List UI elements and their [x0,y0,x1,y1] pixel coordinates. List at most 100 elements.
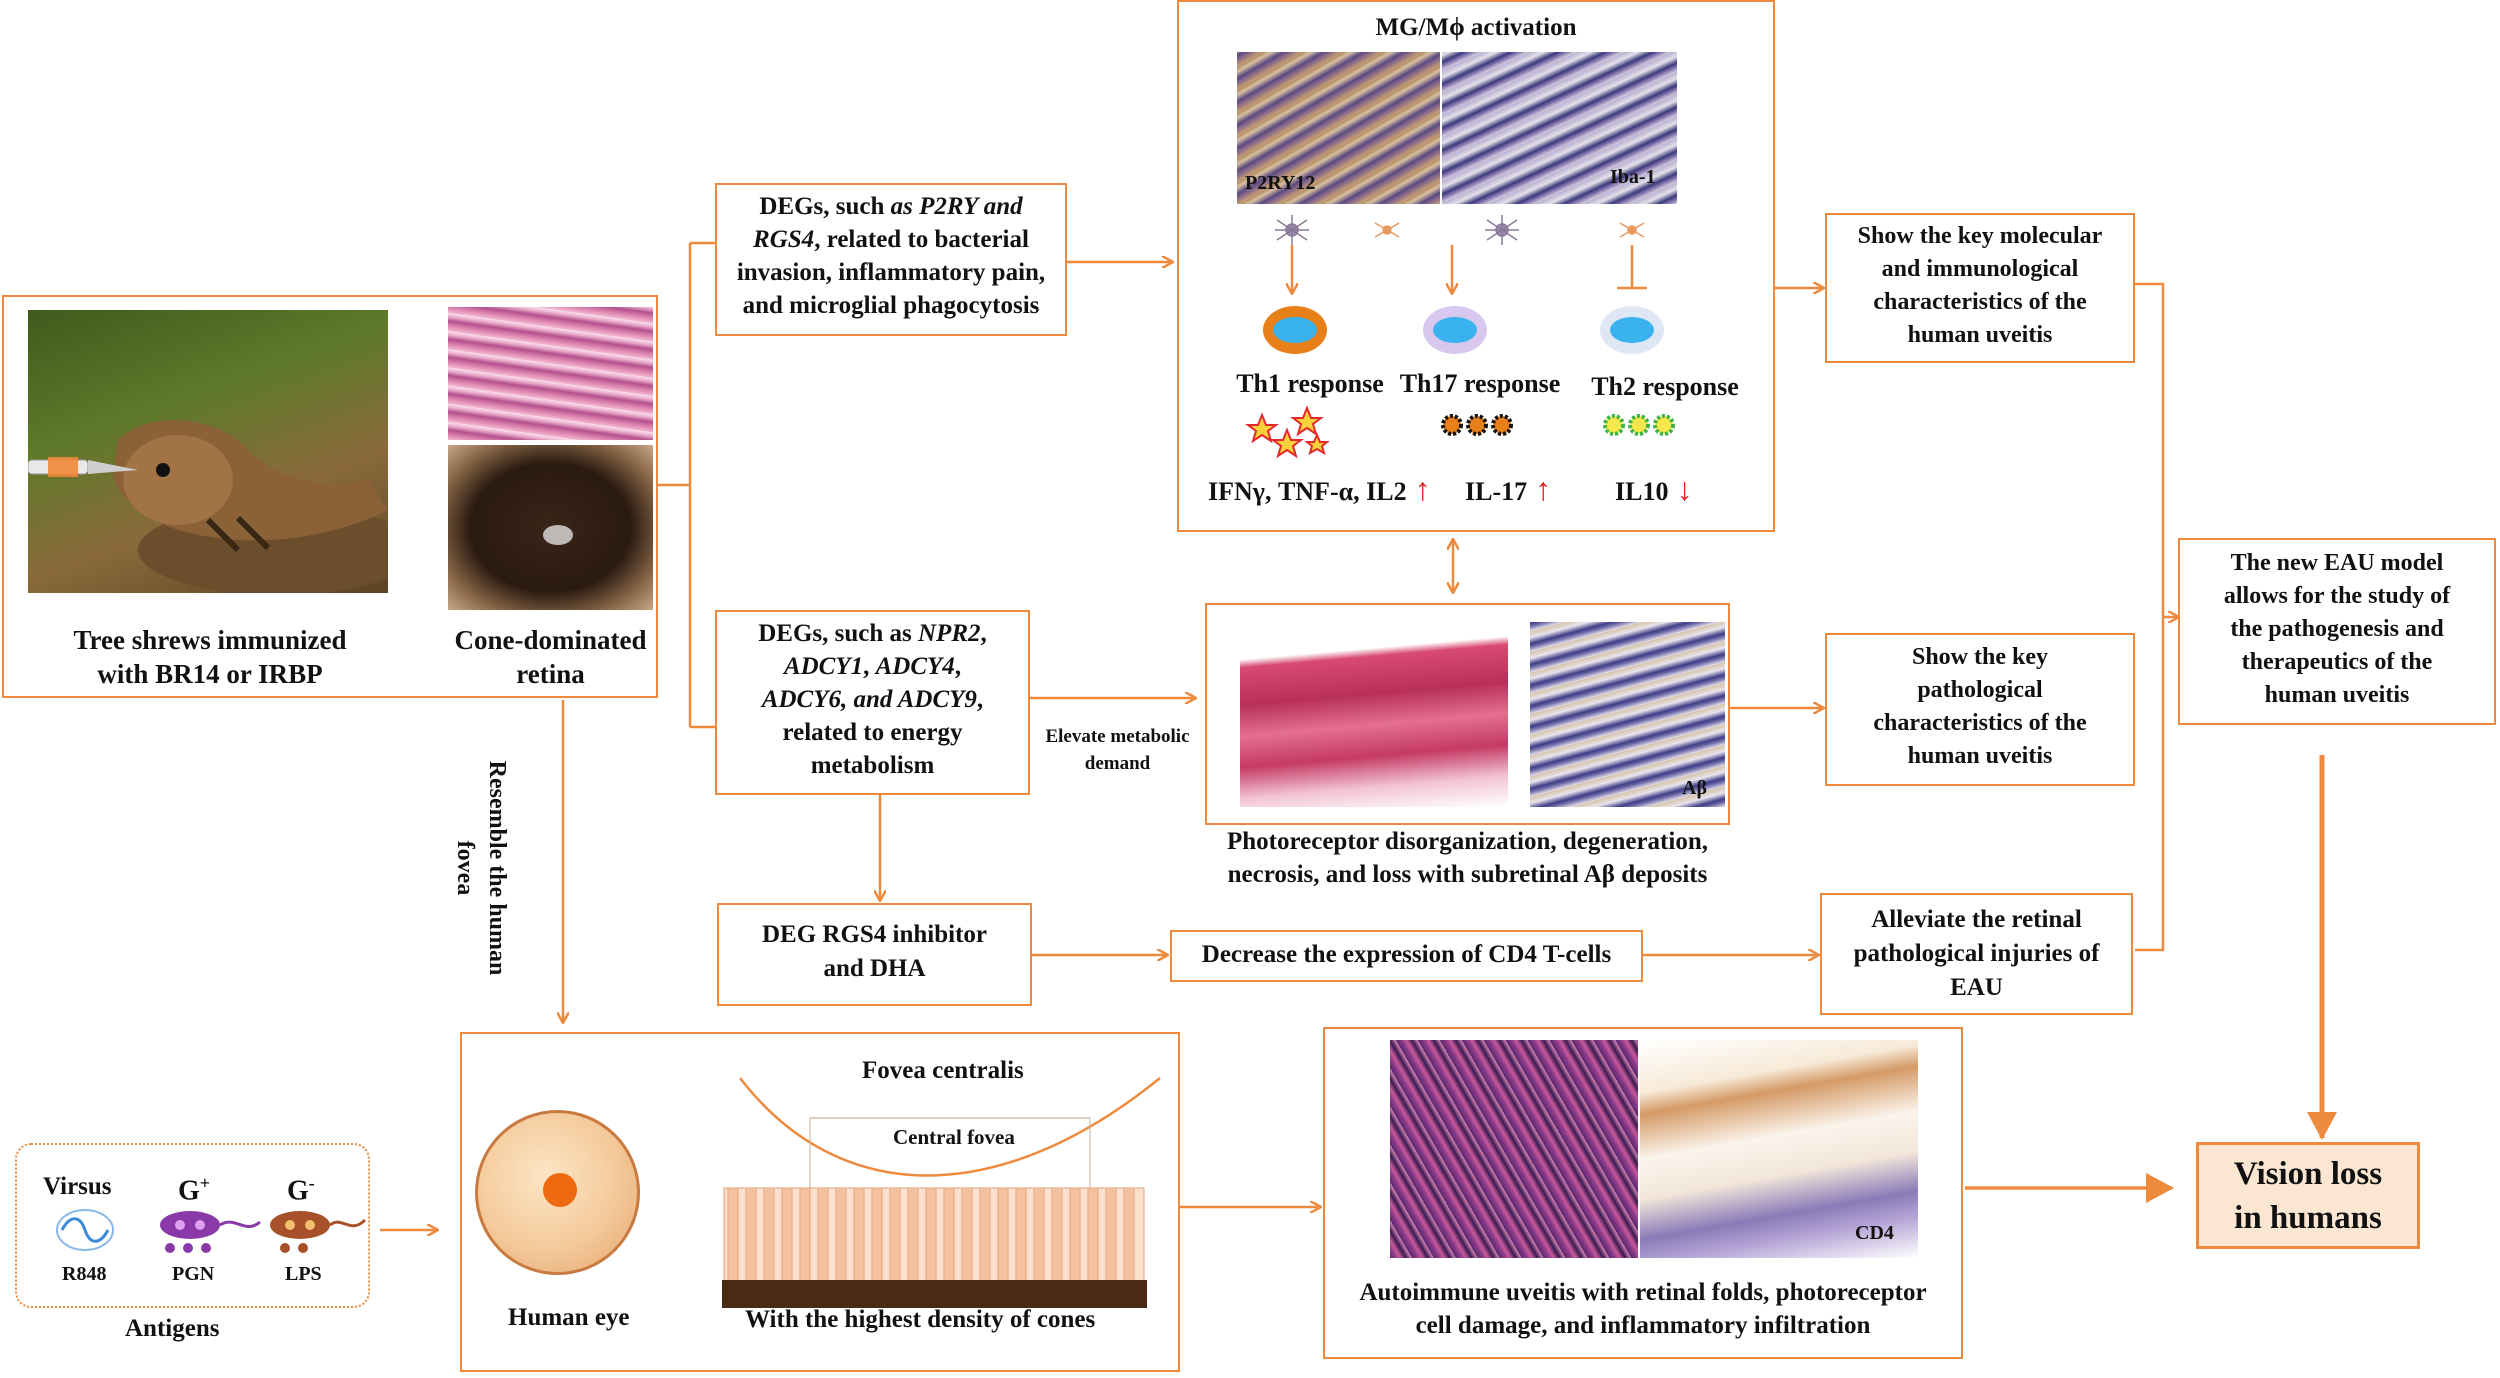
pigment-layer [722,1280,1147,1308]
vision-loss-text: Vision loss in humans [2196,1152,2420,1240]
retina-caption-line1: Cone-dominated [454,625,647,655]
inhibitor-line2: and DHA [823,955,926,982]
new-model-line2: allows for the study of [2223,583,2451,609]
photoreceptor-caption: Photoreceptor disorganization, degenerat… [1200,825,1735,891]
gplus-superscript: + [199,1173,211,1193]
show-molecular-box [1825,213,2135,363]
pgn-label: PGN [172,1263,215,1285]
gplus-letter: G [178,1175,200,1207]
retina-caption-line2: retina [516,659,585,689]
cones-label: With the highest density of cones [745,1306,1096,1333]
up-arrow-icon: ↑ [1527,471,1552,507]
cytokine-th1-value: IFNγ, TNF-α, IL2 [1208,477,1407,506]
new-model-line4: therapeutics of the [2241,649,2433,675]
deg1-prefix: DEGs, such [759,193,891,220]
elevate-label: Elevate metabolic demand [1030,723,1205,777]
photoreceptor-histology-right [1530,622,1725,807]
alleviate-box [1820,893,2133,1015]
show-pathological-line2: pathological [1917,677,2043,703]
cytokine-th17-value: IL-17 [1465,477,1528,506]
cytokine-th2-text: IL10 ↓ [1615,471,1692,508]
th1-cytokine-stars [1245,405,1330,459]
autoimmune-caption: Autoimmune uveitis with retinal folds, p… [1323,1276,1963,1342]
th17-cell-icon [1423,306,1487,354]
alleviate-line1: Alleviate the retinal [1871,906,2082,933]
new-model-text: The new EAU model allows for the study o… [2178,547,2496,712]
th17-label: Th17 response [1399,369,1561,398]
autoimmune-caption-line2: cell damage, and inflammatory infiltrati… [1415,1312,1871,1339]
photoreceptor-caption-line1: Photoreceptor disorganization, degenerat… [1227,828,1708,855]
cytokine-th17-text: IL-17 ↑ [1465,471,1551,508]
cytokine-th1-text: IFNγ, TNF-α, IL2 ↑ [1208,471,1431,508]
elevate-line2: demand [1084,753,1151,774]
autoimmune-histology-left [1390,1040,1638,1258]
central-fovea-label: Central fovea [893,1125,1015,1149]
retina-histology [448,307,653,440]
decrease-text: Decrease the expression of CD4 T-cells [1201,941,1612,968]
abeta-label: Aβ [1682,777,1707,799]
deg1-line3: invasion, inflammatory pain, [736,259,1046,286]
deg2-line1: DEGs, such as NPR2, [715,617,1030,650]
deg1-genes-1: as P2RY and [890,193,1023,220]
resemble-line2: fovea [452,840,478,896]
human-eye-icon [475,1110,640,1275]
fovea-curve [739,1077,1161,1177]
deg2-text: DEGs, such as NPR2, ADCY1, ADCY4, ADCY6,… [715,617,1030,782]
th2-cell-icon [1600,306,1664,354]
show-molecular-line3: characteristics of the [1873,289,2087,315]
fovea-centralis-label: Fovea centralis [862,1057,1024,1084]
vision-loss-box [2196,1142,2420,1249]
deg2-line3: ADCY6, and ADCY9, [761,686,984,713]
show-molecular-text: Show the key molecular and immunological… [1825,220,2135,352]
th-response-diagram [1263,215,1664,354]
gminus-letter: G [287,1175,309,1207]
virus-label: Virsus [43,1173,112,1200]
deg1-line2-rest: , related to bacterial [814,226,1029,253]
deg2-box [715,610,1030,795]
photoreceptor-histology-left [1240,622,1508,807]
mg-histology-left [1237,52,1440,204]
vision-loss-line1: Vision loss [2233,1156,2383,1192]
cytokine-icons [1245,405,1675,459]
inhibitor-text: DEG RGS4 inhibitor and DHA [717,918,1032,986]
show-molecular-line1: Show the key molecular [1857,223,2103,249]
resemble-label: Resemble the human fovea [449,758,513,978]
microglia-icon-1 [1275,215,1309,245]
deg1-line2: RGS4, related to bacterial [715,223,1067,256]
cone-eye-photo [448,445,653,610]
th1-cell-icon [1263,306,1327,354]
th2-cytokine-dots [1603,414,1675,436]
deg2-line2: ADCY1, ADCY4, [783,653,962,680]
show-pathological-line3: characteristics of the [1873,710,2087,736]
show-molecular-line2: and immunological [1881,256,2079,282]
deg2-gene-adcy6-9: ADCY6, and ADCY9 [761,686,977,713]
show-pathological-line4: human uveitis [1907,743,2053,769]
human-eye-label: Human eye [508,1304,630,1331]
gram-negative-bacteria-icon [270,1211,367,1253]
r848-label: R848 [62,1263,107,1285]
deg2-line4: related to energy [782,719,963,746]
th1-label: Th1 response [1236,369,1384,398]
mg-stain-right: Iba-1 [1610,166,1656,188]
lps-label: LPS [285,1263,322,1285]
bracket-left [658,241,715,729]
deg1-genes-2: RGS4 [753,226,815,253]
autoimmune-caption-line1: Autoimmune uveitis with retinal folds, p… [1359,1279,1927,1306]
antigens-box [15,1143,370,1308]
deg2-line5: metabolism [810,752,935,779]
photoreceptor-caption-line2: necrosis, and loss with subretinal Aβ de… [1227,861,1708,888]
virus-rna-icon [60,1217,110,1243]
cytokine-th2-value: IL10 [1615,477,1669,506]
fovea-diagram [722,1077,1161,1308]
gram-positive-bacteria-icon [160,1211,261,1253]
alleviate-line3: EAU [1950,974,2003,1001]
microglia-icon-4 [1619,222,1645,238]
deg1-box [715,183,1067,336]
mg-title: MG/Mϕ activation [1375,14,1577,41]
mg-histology-right [1442,52,1677,204]
cd4-label: CD4 [1855,1222,1894,1244]
deg2-comma: , [980,620,987,647]
deg2-prefix: DEGs, such as [758,620,918,647]
